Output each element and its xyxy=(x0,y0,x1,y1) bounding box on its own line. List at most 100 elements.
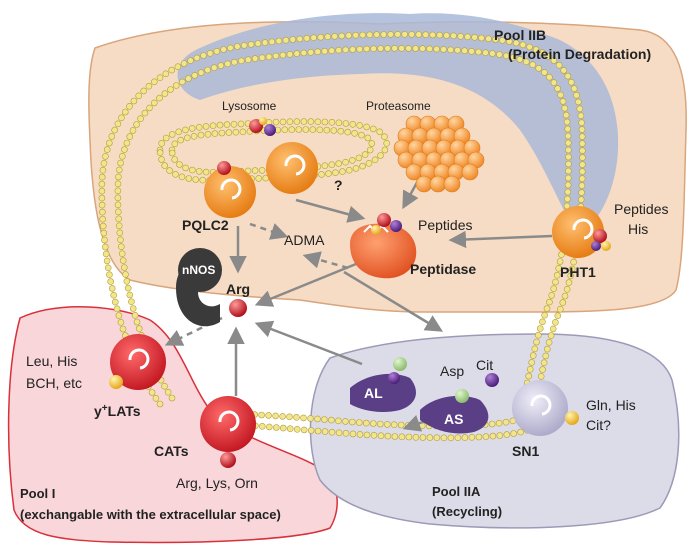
membrane-bead xyxy=(349,121,357,128)
membrane-bead xyxy=(314,427,322,435)
al-enzyme xyxy=(350,357,416,412)
membrane-bead xyxy=(171,156,178,163)
membrane-bead xyxy=(342,120,350,127)
pool-iia-subtitle: (Recycling) xyxy=(432,504,502,519)
lysosome-label: Lysosome xyxy=(222,99,277,113)
membrane-bead xyxy=(564,181,572,189)
membrane-bead xyxy=(544,52,552,60)
membrane-bead xyxy=(173,82,180,89)
membrane-bead xyxy=(529,61,537,68)
pool-iia-region xyxy=(309,333,680,529)
proteasome-complex xyxy=(393,115,485,193)
membrane-bead xyxy=(533,338,540,346)
membrane-bead xyxy=(564,139,572,147)
membrane-bead xyxy=(141,109,149,117)
membrane-bead xyxy=(103,146,111,153)
membrane-bead xyxy=(286,50,294,58)
membrane-bead xyxy=(293,50,301,57)
membrane-bead xyxy=(279,424,287,432)
membrane-bead xyxy=(539,318,546,326)
membrane-bead xyxy=(526,43,533,51)
membrane-bead xyxy=(390,421,398,429)
membrane-bead xyxy=(258,411,265,419)
membrane-bead xyxy=(133,318,141,326)
membrane-bead xyxy=(220,46,227,53)
membrane-bead xyxy=(564,72,572,80)
membrane-bead xyxy=(288,126,296,133)
membrane-bead xyxy=(496,432,504,439)
membrane-bead xyxy=(440,46,447,53)
membrane-bead xyxy=(282,36,290,44)
membrane-bead xyxy=(478,34,485,42)
membrane-bead xyxy=(117,159,124,167)
gln-his-label: Gln, His xyxy=(586,397,636,413)
peptidase-label: Peptidase xyxy=(410,261,476,277)
membrane-bead xyxy=(488,420,496,428)
membrane-bead xyxy=(342,418,349,425)
pool-i-title: Pool I xyxy=(20,486,55,501)
proteasome-subunit xyxy=(429,175,447,193)
membrane-bead xyxy=(464,33,471,41)
membrane-bead xyxy=(482,49,489,57)
membrane-bead xyxy=(384,432,392,440)
membrane-bead xyxy=(503,431,511,438)
membrane-bead xyxy=(102,243,109,251)
membrane-bead xyxy=(381,133,388,140)
membrane-bead xyxy=(104,264,112,272)
membrane-bead xyxy=(450,32,457,40)
membrane-bead xyxy=(516,56,524,63)
membrane-bead xyxy=(129,127,137,134)
membrane-bead xyxy=(289,36,297,43)
membrane-bead xyxy=(240,42,248,49)
membrane-bead xyxy=(534,331,542,339)
membrane-bead xyxy=(371,156,379,164)
membrane-bead xyxy=(114,187,122,195)
membrane-bead xyxy=(554,85,561,92)
membrane-bead xyxy=(575,98,582,106)
membrane-bead xyxy=(436,31,443,39)
membrane-bead xyxy=(485,35,492,43)
membrane-bead xyxy=(177,136,184,144)
membrane-bead xyxy=(391,44,398,52)
membrane-bead xyxy=(564,174,572,182)
membrane-bead xyxy=(447,434,455,442)
membrane-bead xyxy=(381,146,389,154)
membrane-bead xyxy=(115,312,123,319)
y-lats-label: y+LATs xyxy=(94,403,141,420)
al-label: AL xyxy=(364,385,383,401)
membrane-bead xyxy=(295,126,303,133)
membrane-bead xyxy=(342,429,350,437)
membrane-bead xyxy=(528,359,536,366)
membrane-bead xyxy=(579,154,586,161)
membrane-bead xyxy=(422,31,430,39)
membrane-bead xyxy=(126,291,134,299)
membrane-bead xyxy=(578,126,586,133)
membrane-bead xyxy=(172,171,179,178)
membrane-bead xyxy=(562,111,570,119)
membrane-bead xyxy=(189,166,196,174)
membrane-bead xyxy=(237,120,245,128)
membrane-bead xyxy=(114,180,122,188)
membrane-bead xyxy=(223,121,231,128)
membrane-bead xyxy=(412,433,420,441)
membrane-bead xyxy=(279,118,287,126)
membrane-bead xyxy=(293,425,301,433)
membrane-bead xyxy=(133,121,140,128)
y-lats-transporter xyxy=(109,334,166,390)
membrane-bead xyxy=(509,54,517,61)
membrane-bead xyxy=(564,132,572,140)
proteasome-subunit xyxy=(415,175,433,193)
membrane-bead xyxy=(300,118,308,125)
membrane-bead xyxy=(321,416,328,423)
membrane-bead xyxy=(117,318,125,326)
membrane-bead xyxy=(405,45,412,52)
membrane-bead xyxy=(576,105,584,113)
membrane-bead xyxy=(512,39,520,47)
membrane-bead xyxy=(376,128,384,136)
membrane-bead xyxy=(394,30,402,38)
membrane-bead xyxy=(349,430,357,438)
membrane-bead xyxy=(99,166,107,174)
membrane-bead xyxy=(373,31,381,38)
membrane-bead xyxy=(111,126,118,134)
membrane-bead xyxy=(303,34,311,42)
